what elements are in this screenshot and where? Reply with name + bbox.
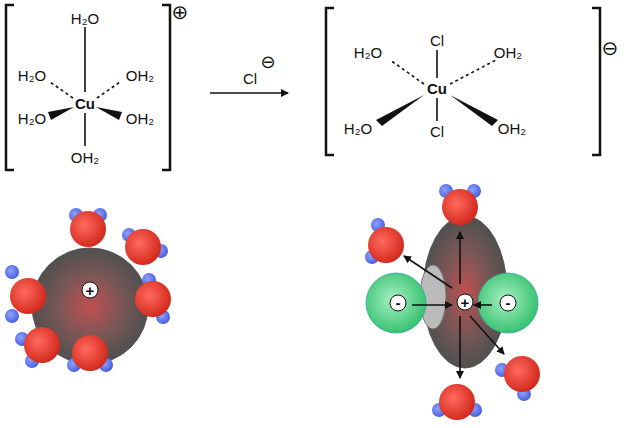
ion-charge: + bbox=[461, 295, 470, 310]
formula-atom: H₂O bbox=[344, 121, 372, 136]
formula-atom: OH₂ bbox=[494, 45, 522, 60]
formula-atom: H₂O bbox=[18, 68, 46, 83]
formula-atom: Cl bbox=[430, 124, 444, 139]
ion-charge: - bbox=[396, 295, 401, 310]
charge-symbol: ⊖ bbox=[260, 53, 275, 71]
ion-charge: - bbox=[506, 295, 511, 310]
charge-symbol: ⊖ bbox=[602, 38, 619, 58]
formula-atom: OH₂ bbox=[126, 68, 154, 83]
formula-atom: H₂O bbox=[18, 111, 46, 126]
formula-atom: H₂O bbox=[354, 45, 382, 60]
formula-atom: Cl bbox=[430, 33, 444, 48]
formula-atom: OH₂ bbox=[126, 111, 154, 126]
formula-atom: OH₂ bbox=[498, 121, 526, 136]
formula-atom: Cu bbox=[427, 81, 447, 96]
reagent-label: Cl bbox=[243, 71, 257, 86]
formula-atom: H₂O bbox=[71, 11, 99, 26]
charge-symbol: ⊕ bbox=[172, 2, 189, 22]
formula-atom: OH₂ bbox=[71, 150, 99, 165]
ion-charge: + bbox=[86, 283, 95, 298]
formula-atom: Cu bbox=[75, 96, 95, 111]
